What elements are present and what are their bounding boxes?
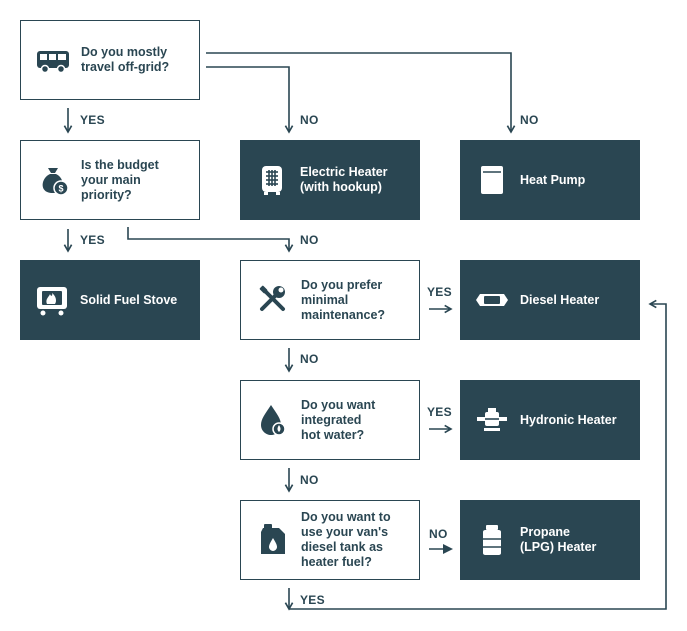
result-solid-fuel-stove: Solid Fuel Stove — [20, 260, 200, 340]
label-budget-no: NO — [300, 233, 319, 247]
money-bag-icon: $ — [42, 168, 69, 196]
label-budget-yes: YES — [80, 233, 105, 247]
question-maintenance: Do you prefer minimal maintenance? — [240, 260, 420, 340]
question-hot-water: Do you want integrated hot water? — [240, 380, 420, 460]
connector-offgrid-no-electric — [206, 66, 294, 134]
label-tank-no: NO — [429, 527, 448, 541]
result-diesel-heater-text: Diesel Heater — [520, 292, 600, 307]
jerrycan-icon — [261, 524, 285, 554]
question-offgrid: Do you mostly travel off-grid? — [20, 20, 200, 100]
svg-text:$: $ — [58, 184, 63, 194]
question-offgrid-text: Do you mostly travel off-grid? — [81, 45, 170, 74]
result-electric-heater: Electric Heater (with hookup) — [240, 140, 420, 220]
campervan-icon — [37, 51, 69, 74]
label-hotwater-yes: YES — [427, 405, 452, 419]
water-drop-icon — [261, 405, 286, 436]
heat-pump-icon — [481, 166, 503, 194]
result-heat-pump: Heat Pump — [460, 140, 640, 220]
result-electric-heater-text: Electric Heater (with hookup) — [300, 165, 388, 194]
question-diesel-tank-text: Do you want to use your van's diesel tan… — [301, 510, 391, 569]
result-diesel-heater: Diesel Heater — [460, 260, 640, 340]
gas-bottle-icon — [483, 525, 501, 555]
question-budget: $ Is the budget your main priority? — [20, 140, 200, 220]
label-hotwater-no: NO — [300, 473, 319, 487]
result-hydronic-heater: Hydronic Heater — [460, 380, 640, 460]
tools-icon — [259, 285, 285, 311]
label-offgrid-no-electric: NO — [300, 113, 319, 127]
result-solid-fuel-stove-text: Solid Fuel Stove — [80, 292, 178, 307]
electric-heater-icon — [262, 166, 282, 195]
question-diesel-tank: Do you want to use your van's diesel tan… — [240, 500, 420, 580]
connector-budget-no — [127, 227, 294, 253]
label-offgrid-yes: YES — [80, 113, 105, 127]
label-offgrid-no-heatpump: NO — [520, 113, 539, 127]
result-propane-heater-text: Propane (LPG) Heater — [520, 525, 597, 554]
stove-icon — [37, 287, 67, 316]
question-budget-text: Is the budget your main priority? — [81, 157, 159, 202]
diesel-heater-icon — [476, 294, 508, 306]
question-hot-water-text: Do you want integrated hot water? — [301, 397, 376, 442]
result-propane-heater: Propane (LPG) Heater — [460, 500, 640, 580]
hydronic-heater-icon — [477, 408, 507, 431]
label-tank-yes: YES — [300, 593, 325, 607]
result-hydronic-heater-text: Hydronic Heater — [520, 412, 617, 427]
label-maint-no: NO — [300, 352, 319, 366]
connector-tank-yes-loop — [289, 299, 667, 610]
connector-offgrid-no-heatpump — [206, 52, 516, 134]
question-maintenance-text: Do you prefer minimal maintenance? — [301, 277, 386, 322]
label-maint-yes: YES — [427, 285, 452, 299]
result-heat-pump-text: Heat Pump — [520, 172, 586, 187]
